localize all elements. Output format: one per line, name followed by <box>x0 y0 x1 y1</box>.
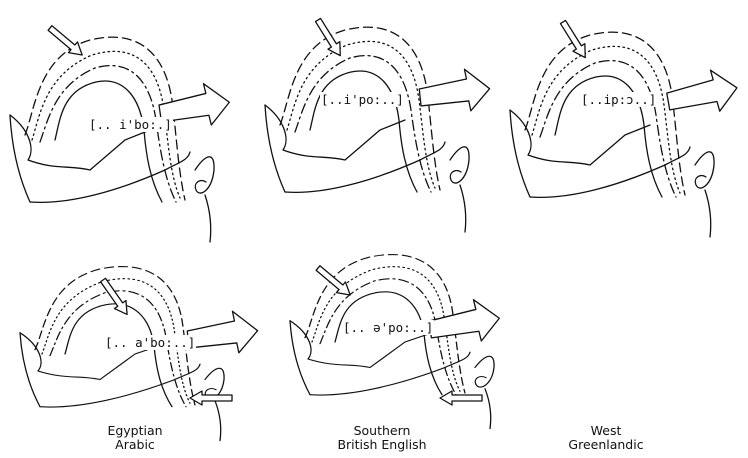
panel-4-transcription: [.. a'bo:..] <box>104 335 196 350</box>
caption-line: Egyptian <box>60 424 210 438</box>
caption-egyptian-arabic: Egyptian Arabic <box>60 424 210 452</box>
panel-2-tract <box>265 27 469 232</box>
caption-line: West <box>531 424 681 438</box>
panel-1-tongue-arrow <box>46 23 87 61</box>
caption-line: British English <box>307 438 457 452</box>
panel-3-tract <box>510 32 714 237</box>
caption-line: Greenlandic <box>531 438 681 452</box>
panel-2-transcription: [..i'po:..] <box>320 92 405 107</box>
panel-3-transcription: [..ip:ɔ..] <box>580 92 657 107</box>
panel-5-tract <box>290 255 494 429</box>
panel-3-tongue-arrow <box>557 18 591 61</box>
caption-line: Arabic <box>60 438 210 452</box>
panel-1-transcription: [.. i'bo:.] <box>88 117 173 132</box>
panel-4-tract <box>20 267 224 441</box>
panel-4-airflow-arrow <box>186 309 260 358</box>
panel-4-tongue-arrow <box>97 276 133 318</box>
panel-5-back-arrow <box>440 391 482 405</box>
caption-southern-british-english: Southern British English <box>307 424 457 452</box>
panel-4-back-arrow <box>190 391 232 405</box>
panel-5-transcription: [.. ə'po:..] <box>342 320 434 335</box>
panel-1-tract <box>10 37 214 242</box>
panel-3-airflow-arrow <box>664 66 740 120</box>
caption-west-greenlandic: West Greenlandic <box>531 424 681 452</box>
panel-2-tongue-arrow <box>312 16 346 59</box>
caption-line: Southern <box>307 424 457 438</box>
